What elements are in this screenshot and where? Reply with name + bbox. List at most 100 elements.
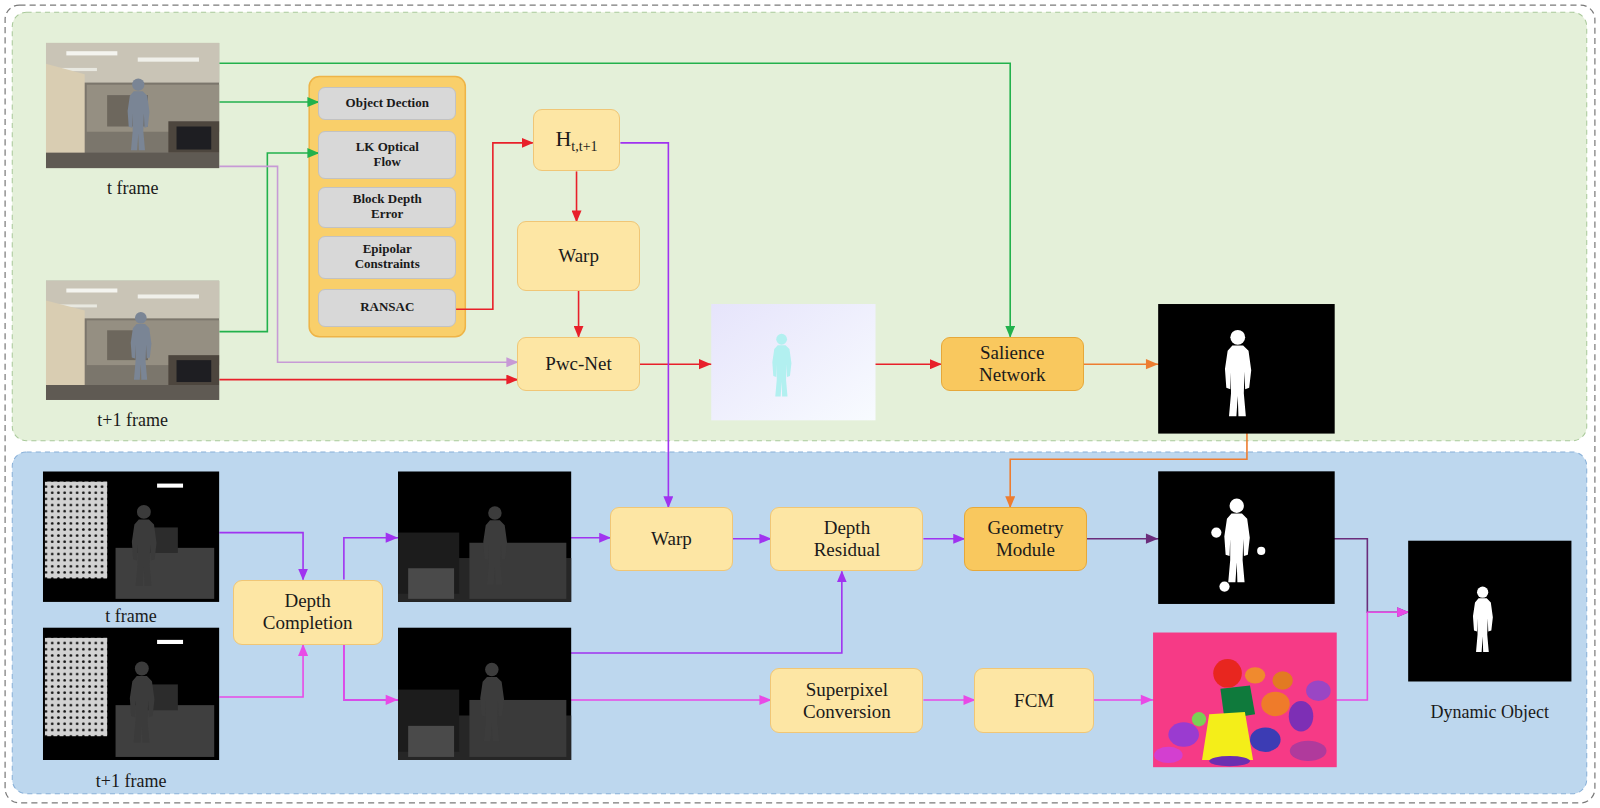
text-block: Salience Network (957, 342, 1067, 386)
module-box: Salience Network (941, 337, 1084, 391)
person (131, 312, 152, 380)
optical-flow-image (711, 304, 875, 420)
mask-speck (1219, 582, 1229, 592)
outer-frame (5, 5, 1595, 803)
box-label: Warp (651, 528, 692, 550)
cluster (1209, 756, 1250, 766)
text-block: Depth Residual (792, 517, 902, 561)
homography-box: Ht,t+1 (533, 109, 621, 171)
text-block: Depth Completion (253, 590, 363, 634)
process-box: Pwc-Net (517, 337, 639, 391)
cluster (1261, 692, 1290, 716)
text-block: Warp (558, 245, 599, 267)
text-block: Warp (651, 528, 692, 550)
depth-person (483, 506, 507, 584)
flow-arrow (923, 699, 974, 701)
flow-arrow (219, 153, 318, 332)
process-box: Warp (610, 507, 732, 571)
flow-arrow (578, 291, 580, 337)
process-box: FCM (974, 668, 1093, 732)
text-block: t+1 frame (96, 771, 167, 792)
mask-person (1224, 499, 1249, 583)
rgb-frame (46, 43, 219, 168)
caption: Dynamic Object (1431, 702, 1549, 723)
box-label: H (555, 126, 571, 151)
flow-arrow (219, 166, 517, 362)
mask-speck (1211, 527, 1221, 537)
rgb-frame (46, 281, 219, 400)
text-block: Superpixel Conversion (789, 679, 904, 723)
flow-arrow (733, 538, 771, 540)
arrow-head (1141, 695, 1153, 705)
mask-speck (1257, 547, 1265, 555)
method-group (309, 77, 465, 337)
flow-arrow (219, 379, 517, 381)
depth-person (130, 662, 155, 743)
cluster (1245, 667, 1265, 683)
method-box: LK Optical Flow (318, 131, 456, 179)
method-box: Block Depth Error (318, 187, 456, 228)
image-caption: t+1 frame (43, 628, 220, 792)
flow-arrow (219, 533, 303, 580)
cluster (1192, 712, 1206, 726)
text-block: RANSAC (360, 300, 414, 315)
process-box: Depth Completion (233, 580, 383, 645)
mask-person (1225, 330, 1251, 416)
flow-arrow (576, 171, 578, 221)
flow-arrow (219, 645, 303, 697)
cluster (1213, 659, 1242, 688)
cluster (1272, 671, 1292, 689)
completed-depth (398, 627, 571, 760)
flow-person (772, 334, 791, 397)
cluster (1250, 727, 1281, 751)
box-label: Epipolar Constraints (342, 242, 432, 272)
box-label: RANSAC (360, 300, 414, 315)
arrow-head (1146, 359, 1158, 369)
process-box: Warp (517, 221, 639, 290)
mask-person (1473, 587, 1493, 652)
box-label: Depth Completion (253, 590, 363, 634)
method-box: Epipolar Constraints (318, 236, 456, 279)
image-caption: t frame (46, 43, 219, 199)
caption: t+1 frame (96, 771, 167, 792)
depth-person (480, 663, 504, 741)
text-block: Object Dection (346, 96, 429, 111)
arrow-head (1146, 534, 1158, 544)
completed-depth (398, 471, 571, 602)
cluster (1289, 701, 1313, 732)
text-block: Pwc-Net (545, 353, 611, 375)
box-label: Warp (558, 245, 599, 267)
box-label: Superpixel Conversion (789, 679, 904, 723)
cluster (1290, 741, 1327, 761)
bottom-panel (12, 452, 1586, 794)
saliency-mask (1158, 304, 1335, 434)
depth-frame (43, 627, 220, 760)
text-block: FCM (1014, 690, 1054, 712)
caption: t frame (105, 606, 156, 627)
flow-arrow (219, 63, 1010, 336)
text-block: t frame (105, 606, 156, 627)
box-label: Salience Network (957, 342, 1067, 386)
geometry-mask (1158, 471, 1335, 604)
method-box: Object Dection (318, 87, 456, 121)
box-label: FCM (1014, 690, 1054, 712)
text-block: Dynamic Object (1431, 702, 1549, 723)
person (128, 78, 150, 150)
arrow-head (386, 695, 398, 705)
box-label: Pwc-Net (545, 353, 611, 375)
text-block: LK Optical Flow (342, 140, 432, 170)
text-block: Block Depth Error (342, 192, 432, 222)
arrow-head (699, 359, 711, 369)
box-label: Depth Residual (792, 517, 902, 561)
module-box: Geometry Module (964, 507, 1086, 571)
box-label: Object Dection (346, 96, 429, 111)
box-label: Geometry Module (976, 517, 1076, 561)
image-caption: Dynamic Object (1408, 541, 1571, 723)
box-label: LK Optical Flow (342, 140, 432, 170)
dynamic-object-mask (1408, 541, 1571, 682)
text-block: t frame (107, 178, 158, 199)
image-caption: t frame (43, 471, 220, 626)
cluster (1154, 747, 1183, 763)
image-caption: t+1 frame (46, 281, 219, 431)
